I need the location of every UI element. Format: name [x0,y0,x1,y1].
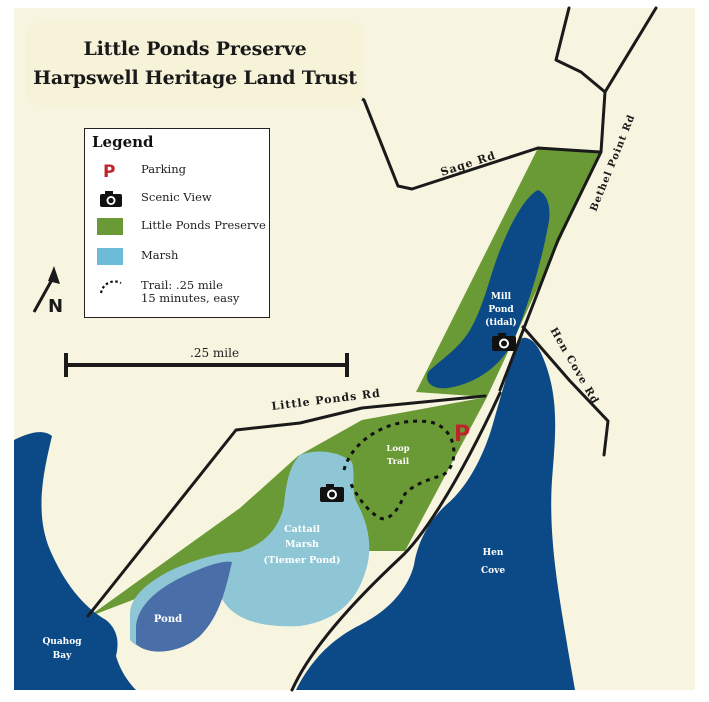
legend-label-scenic-view: Scenic View [141,190,212,204]
quahog-bay-label-line1: Quahog [42,637,82,647]
legend-item-parking: P Parking [85,161,271,181]
legend-label-trail-detail: 15 minutes, easy [141,291,240,305]
cattail-marsh-label-line2: Marsh [285,539,319,550]
bethel-north-branch-line [603,6,658,94]
mill-pond-label-line3: (tidal) [485,317,517,328]
cattail-marsh-label-line1: Cattail [284,524,320,535]
map-title: Little Ponds Preserve [83,38,307,60]
legend-title: Legend [92,133,154,151]
quahog-bay-label-line2: Bay [53,651,72,661]
parking-icon: P [454,422,470,447]
svg-text:P: P [103,162,115,180]
quahog-bay-water [14,432,136,690]
legend: Legend P Parking Scenic View Little Pond… [84,128,270,318]
loop-trail-label-line2: Trail [387,457,410,467]
legend-label-preserve: Little Ponds Preserve [141,218,266,232]
legend-label-parking: Parking [141,162,186,176]
hen-cove-label-line1: Hen [483,548,504,558]
preserve-swatch [97,218,123,235]
hen-cove-rd-line [521,325,610,457]
map-subtitle: Harpswell Heritage Land Trust [33,67,357,89]
camera-icon [100,191,122,207]
legend-item-trail: Trail: .25 mile 15 minutes, easy [85,277,271,309]
legend-item-marsh: Marsh [85,247,271,267]
pond [136,561,232,652]
south-road-line [290,391,502,692]
cattail-marsh-label-line3: (Tiemer Pond) [264,555,341,566]
loop-trail-path [342,419,456,521]
trail-icon [99,280,122,294]
hen-cove-water [296,337,575,690]
mill-pond-water [426,190,550,389]
legend-label-marsh: Marsh [141,248,179,262]
north-label: N [48,296,63,317]
scale-bar [64,353,349,377]
legend-item-preserve: Little Ponds Preserve [85,217,271,237]
scale-bar-label: .25 mile [190,346,239,360]
legend-label-trail: Trail: .25 mile [141,278,223,292]
little-ponds-rd-line [86,394,487,618]
marsh-swatch [97,248,123,265]
map-title-box: Little Ponds Preserve Harpswell Heritage… [26,22,364,106]
camera-icon [492,333,516,351]
mill-pond-label-line2: Pond [488,305,514,315]
legend-item-scenic-view: Scenic View [85,189,271,209]
camera-icon [320,484,344,502]
loop-trail-label-line1: Loop [386,444,409,454]
north-arrow-icon [32,266,60,313]
parking-icon: P [103,162,115,180]
hen-cove-label-line2: Cove [481,566,505,576]
mill-pond-label-line1: Mill [491,292,512,302]
pond-label: Pond [154,614,182,625]
